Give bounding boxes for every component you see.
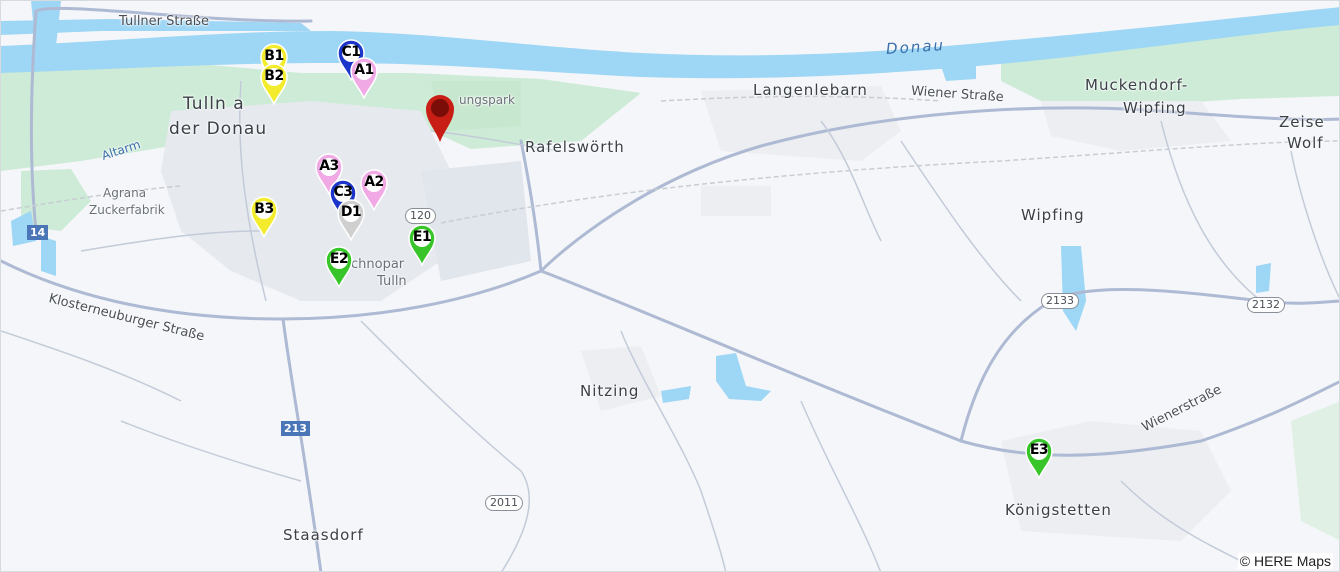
place-label-wipfing-2: Wipfing (1123, 99, 1187, 117)
place-label-rafelswoerth: Rafelswörth (525, 138, 625, 156)
highway-shield-213: 213 (281, 421, 310, 436)
highway-shield-14: 14 (27, 225, 49, 240)
street-label-tullner: Tullner Straße (119, 14, 209, 29)
place-label-zeise: Zeise (1279, 113, 1325, 131)
place-label-muckendorf: Muckendorf- (1085, 76, 1189, 94)
place-label-koenigstetten: Königstetten (1005, 501, 1112, 519)
poi-label-zuckerfabrik: Zuckerfabrik (89, 203, 165, 217)
map-marker-red[interactable] (424, 93, 456, 143)
poi-label-park: ungspark (459, 93, 515, 107)
route-shield-2011: 2011 (485, 495, 523, 511)
map-marker-a3[interactable]: A3 (314, 153, 344, 195)
place-label-wolf: Wolf (1287, 134, 1324, 152)
route-shield-120: 120 (405, 208, 436, 224)
place-label-staasdorf: Staasdorf (283, 526, 364, 544)
place-label-tulln-2: der Donau (169, 119, 268, 139)
map-marker-b2[interactable]: B2 (259, 63, 289, 105)
place-label-wipfing: Wipfing (1021, 206, 1085, 224)
route-shield-2133: 2133 (1041, 293, 1079, 309)
poi-label-technopark: chnopar (351, 257, 405, 272)
poi-label-agrana: Agrana (103, 186, 147, 200)
map-marker-e3[interactable]: E3 (1024, 437, 1054, 479)
map-marker-a2[interactable]: A2 (359, 169, 389, 211)
map-marker-a1[interactable]: A1 (349, 57, 379, 99)
poi-label-technopark-tulln: Tulln (377, 274, 407, 289)
place-label-tulln: Tulln a (183, 94, 245, 114)
map-marker-e2[interactable]: E2 (324, 246, 354, 288)
map-marker-d1[interactable]: D1 (336, 199, 366, 241)
place-label-nitzing: Nitzing (580, 382, 640, 400)
place-label-langenlebarn: Langenlebarn (753, 81, 868, 99)
map-attribution[interactable]: © HERE Maps (1237, 553, 1333, 569)
map-marker-e1[interactable]: E1 (407, 224, 437, 266)
route-shield-2132: 2132 (1247, 297, 1285, 313)
map-marker-b3[interactable]: B3 (249, 196, 279, 238)
